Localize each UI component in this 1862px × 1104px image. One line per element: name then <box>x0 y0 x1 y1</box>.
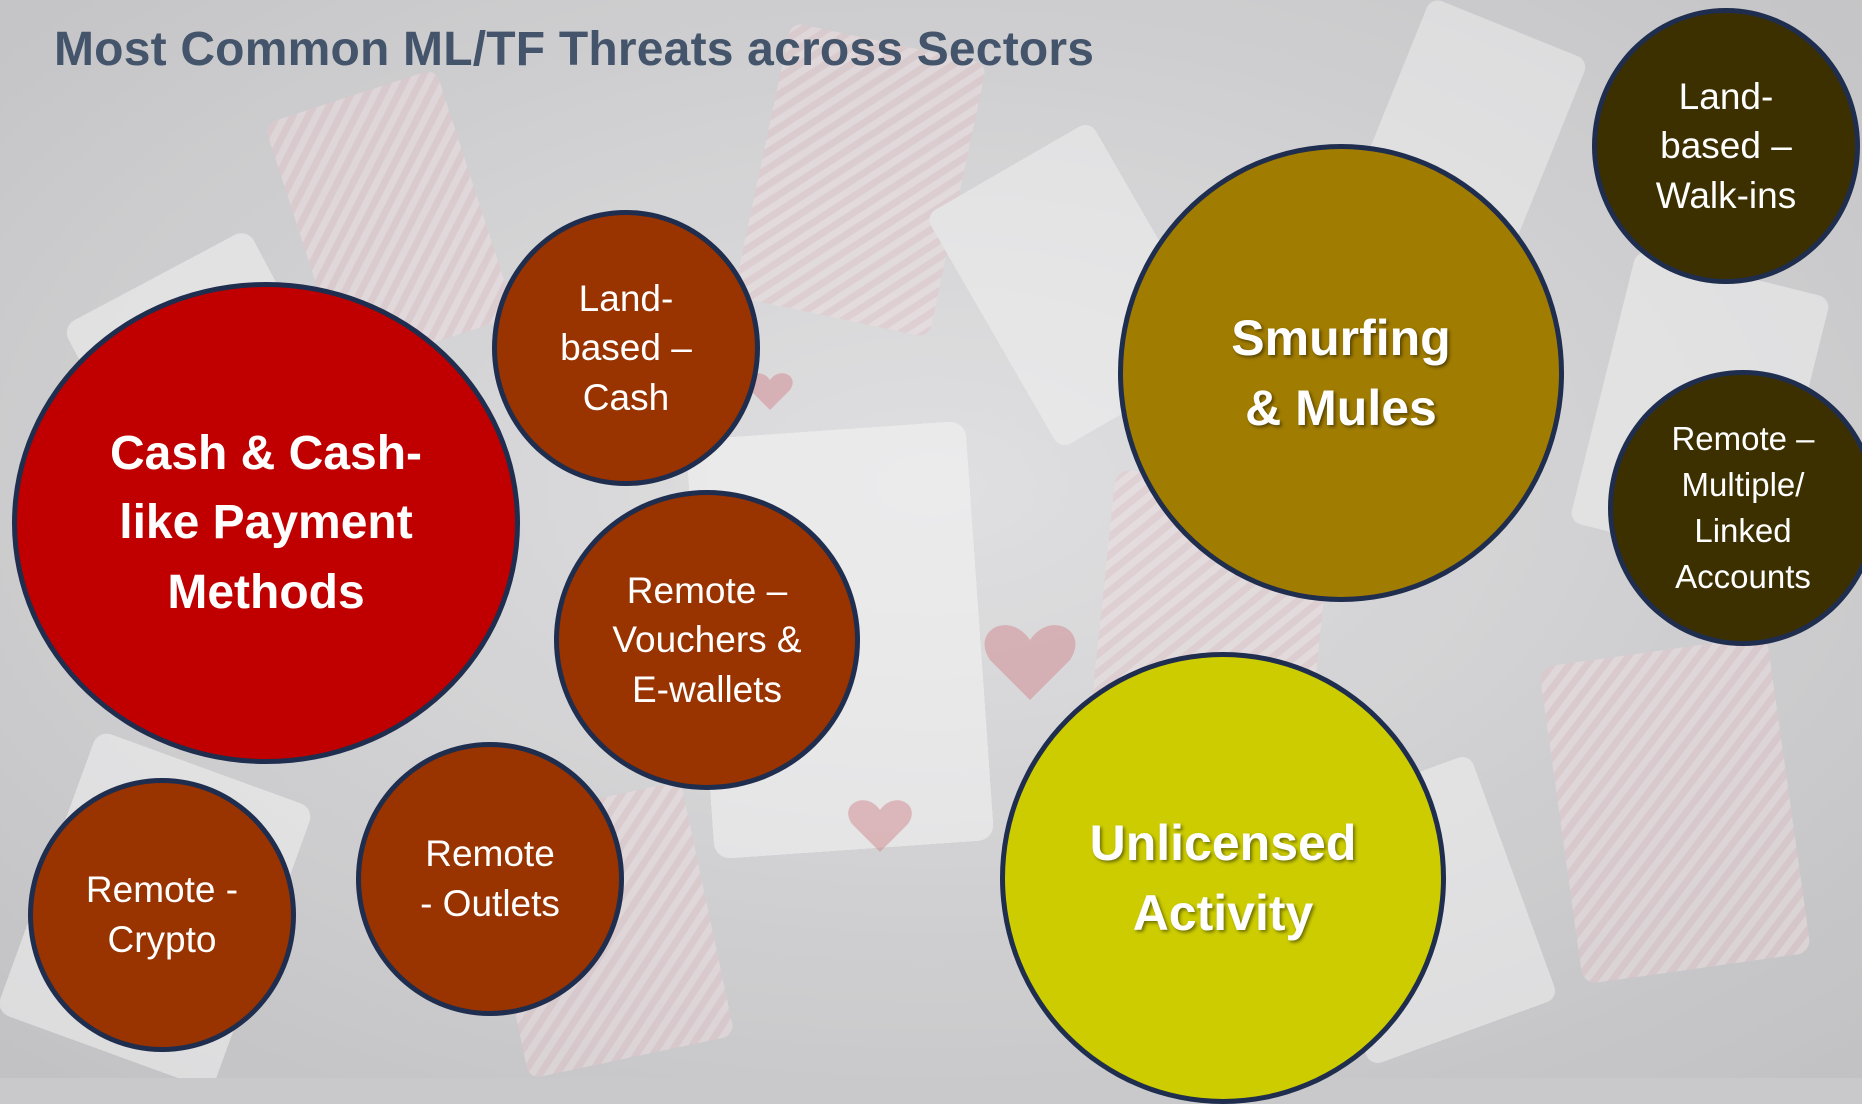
unlicensed-activity-label: Unlicensed Activity <box>1089 815 1357 941</box>
bubble-remote-crypto: Remote - Crypto <box>28 778 296 1052</box>
page-title: Most Common ML/TF Threats across Sectors <box>54 23 1095 76</box>
cash-payment-methods-label: Cash & Cash-like Payment Methods <box>109 426 423 619</box>
land-based-walkins-label: Land-based – Walk-ins <box>1655 75 1797 216</box>
bubble-remote-multiple-linked-accounts: Remote – Multiple/ Linked Accounts <box>1608 370 1862 646</box>
bubble-unlicensed-activity: Unlicensed Activity <box>1000 652 1446 1104</box>
bubble-remote-outlets: Remote - Outlets <box>356 742 624 1016</box>
remote-vouchers-ewallets-label: Remote – Vouchers & E-wallets <box>612 569 802 710</box>
bubble-land-based-walkins: Land-based – Walk-ins <box>1592 8 1860 284</box>
bubble-land-based-cash: Land-based – Cash <box>492 210 760 486</box>
remote-crypto-label: Remote - Crypto <box>85 869 239 960</box>
bubble-remote-vouchers-ewallets: Remote – Vouchers & E-wallets <box>554 490 860 790</box>
remote-outlets-label: Remote - Outlets <box>420 833 560 924</box>
remote-multiple-linked-accounts-label: Remote – Multiple/ Linked Accounts <box>1671 419 1815 596</box>
land-based-cash-label: Land-based – Cash <box>560 277 692 418</box>
bubble-cash-payment-methods: Cash & Cash-like Payment Methods <box>12 282 520 764</box>
bubble-smurfing-mules: Smurfing & Mules <box>1118 144 1564 602</box>
smurfing-mules-label: Smurfing & Mules <box>1231 310 1451 436</box>
